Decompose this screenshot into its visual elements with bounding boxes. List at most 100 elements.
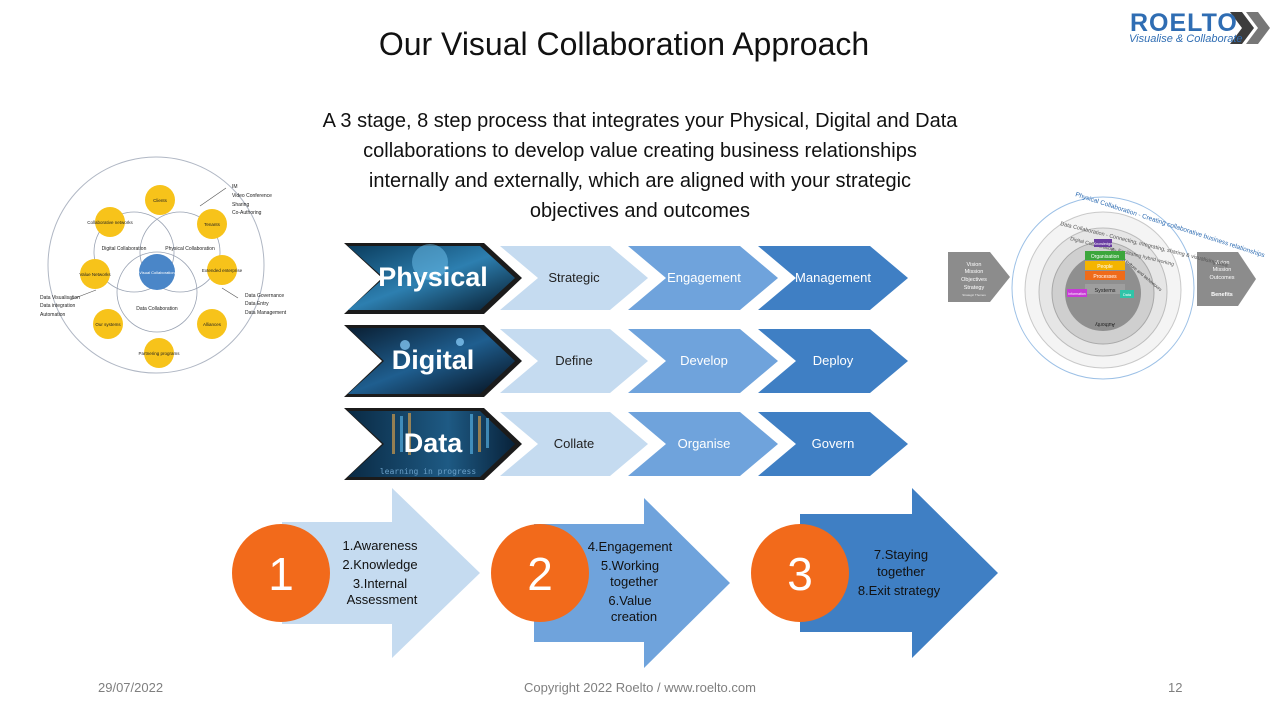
outer-ring	[47, 156, 265, 374]
core-label: Systems	[1094, 288, 1115, 294]
list-item: Data Management	[245, 310, 287, 316]
stage-step: together	[877, 564, 925, 579]
arrow-text-small: Strategic Themes	[962, 293, 986, 297]
row-label: Physical	[378, 262, 488, 292]
list-item: Co-Authoring	[232, 210, 262, 216]
list-item: IM	[232, 184, 238, 190]
subtitle: A 3 stage, 8 step process that integrate…	[280, 106, 1000, 226]
core-box	[1085, 284, 1125, 294]
footer-date: 29/07/2022	[98, 680, 164, 695]
ring-text: Authority	[1095, 321, 1115, 327]
node-label: Value Networks	[79, 272, 111, 277]
step-label: Management	[795, 270, 871, 285]
row-digital: Digital Define Develop Deploy	[344, 325, 908, 397]
arrow-text: Objectives	[961, 277, 987, 283]
center-label: Visual Collaboration	[139, 270, 175, 275]
circle-label: Data Collaboration	[136, 306, 178, 312]
physical-image-glow	[412, 244, 448, 280]
row-data: Data learning in progress Collate Organi…	[344, 408, 908, 480]
list-item: Sharing	[232, 202, 249, 208]
arrow-text: Strategy	[964, 285, 985, 291]
stage-step: together	[610, 574, 658, 589]
row-physical: Physical Strategic Engagement Management	[344, 243, 908, 314]
stage-step: 4.Engagement	[588, 539, 673, 554]
list-item: Data Visualisation	[40, 295, 80, 301]
subtitle-line: objectives and outcomes	[529, 200, 751, 222]
chevron-step-1	[500, 412, 648, 476]
chevron-step-3	[758, 246, 908, 310]
node	[95, 207, 125, 237]
stage-number-circle	[232, 524, 330, 622]
chevron-step-3	[758, 329, 908, 393]
chevron-step-1	[500, 329, 648, 393]
node-label: Clients	[153, 198, 168, 203]
stage-arrow	[534, 498, 730, 668]
node	[197, 309, 227, 339]
venn-circle	[93, 211, 175, 293]
left-collaboration-diagram: Visual Collaboration Digital Collaborati…	[40, 156, 287, 374]
stage-3: 3 7.Staying together 8.Exit strategy	[751, 488, 998, 658]
node-label: Tenants	[204, 222, 221, 227]
arrow-text: Mission	[965, 269, 984, 275]
list-item: Video Conference	[232, 193, 272, 199]
subtitle-line: A 3 stage, 8 step process that integrate…	[322, 110, 958, 132]
stage-arrow	[800, 488, 998, 658]
stage-step: 6.Value	[608, 593, 651, 608]
row-label: Digital	[392, 345, 475, 375]
core-label: Information	[1068, 292, 1086, 296]
step-label: Collate	[554, 436, 594, 451]
logo-tagline: Visualise & Collaborate	[1129, 33, 1243, 45]
arrow-text: Mission	[1213, 267, 1232, 273]
connector	[69, 289, 97, 301]
step-label: Define	[555, 353, 593, 368]
logo-chevron-icon	[1230, 12, 1270, 44]
arrow-text: Benefits	[1211, 292, 1233, 298]
center-node	[139, 254, 175, 290]
step-label: Develop	[680, 353, 728, 368]
stage-2: 2 4.Engagement 5.Working together 6.Valu…	[491, 498, 730, 668]
core-label: Knowledge	[1094, 242, 1113, 246]
stage-step: 2.Knowledge	[342, 557, 417, 572]
right-grey-arrow	[1197, 252, 1256, 306]
chevron-step-2	[628, 246, 778, 310]
list-item: Automation	[40, 312, 66, 318]
step-label: Engagement	[667, 270, 741, 285]
chevron-step-3	[758, 412, 908, 476]
arrow-text: Vision	[967, 262, 982, 268]
core-box	[1067, 289, 1087, 297]
row-label: Data	[404, 428, 464, 458]
subtitle-line: collaborations to develop value creating…	[363, 140, 917, 162]
stage-step: creation	[611, 609, 657, 624]
node	[197, 209, 227, 239]
image-caption: learning in progress	[380, 467, 477, 476]
digital-image-node	[456, 338, 464, 346]
page-number: 12	[1168, 680, 1183, 695]
circle-label: Digital Collaboration	[102, 246, 147, 252]
stage-number-circle	[491, 524, 589, 622]
step-label: Govern	[812, 436, 855, 451]
logo: ROELTO Visualise & Collaborate	[1128, 8, 1278, 48]
node	[80, 259, 110, 289]
right-collaboration-diagram: Vision Mission Objectives Strategy Strat…	[948, 191, 1266, 380]
digital-image-node	[400, 340, 410, 350]
core-label: Data	[1123, 293, 1132, 297]
connector	[221, 287, 239, 299]
stage-step: 3.Internal	[353, 576, 407, 591]
node	[145, 185, 175, 215]
node-label: Alliances	[203, 322, 222, 327]
stage-step: 1.Awareness	[343, 538, 418, 553]
core-box	[1085, 261, 1125, 270]
footer-copyright: Copyright 2022 Roelto / www.roelto.com	[524, 680, 756, 695]
stage-arrow	[282, 488, 480, 658]
core-box	[1094, 239, 1112, 247]
page-title: Our Visual Collaboration Approach	[378, 26, 870, 62]
chevron-step-1	[500, 246, 648, 310]
node-label: Our systems	[95, 322, 121, 327]
list-item: Data Entry	[245, 301, 269, 307]
node	[207, 255, 237, 285]
node	[93, 309, 123, 339]
core-box	[1085, 251, 1125, 260]
list-item: Data integration	[40, 303, 76, 309]
logo-name: ROELTO	[1130, 9, 1238, 37]
